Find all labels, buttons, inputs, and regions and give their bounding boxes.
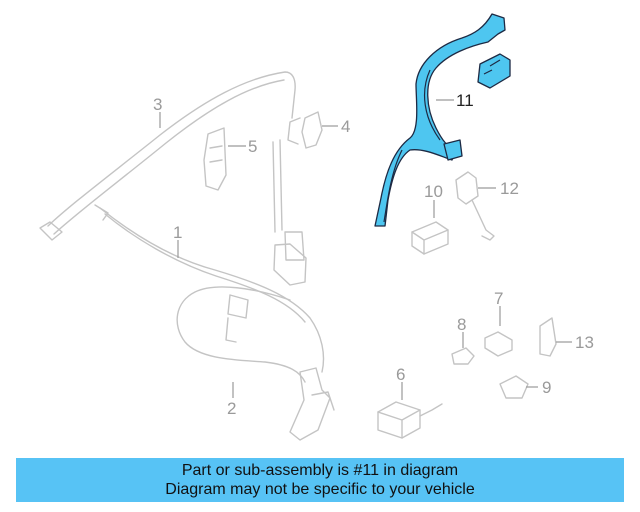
- part-9-cover: [499, 375, 529, 399]
- info-banner: Part or sub-assembly is #11 in diagram D…: [16, 458, 624, 502]
- banner-line-2: Diagram may not be specific to your vehi…: [165, 481, 475, 498]
- callout-10: 10: [424, 182, 443, 201]
- part-4-clip: [301, 111, 323, 149]
- part-13-bracket: [539, 317, 557, 357]
- leader-lines: [159, 99, 572, 400]
- part-1-wire-harness: [99, 139, 325, 373]
- callout-1: 1: [173, 223, 182, 242]
- part-6-sensor: [377, 401, 443, 439]
- part-7-clip: [484, 331, 513, 357]
- part-3-curtain-airbag: [39, 71, 301, 241]
- callout-7: 7: [494, 289, 503, 308]
- part-11-seat-belt: [374, 13, 511, 227]
- callout-8: 8: [457, 315, 466, 334]
- callout-4: 4: [341, 117, 350, 136]
- callout-3: 3: [153, 95, 162, 114]
- callout-2: 2: [227, 399, 236, 418]
- part-10-anchor: [411, 221, 449, 255]
- part-8-clip: [451, 347, 475, 365]
- banner-line-1: Part or sub-assembly is #11 in diagram: [181, 462, 459, 479]
- part-12-adjuster: [455, 171, 495, 241]
- callout-9: 9: [542, 378, 551, 397]
- callout-11: 11: [456, 91, 474, 110]
- callout-13: 13: [575, 333, 594, 352]
- callout-5: 5: [248, 137, 257, 156]
- part-5-bracket: [203, 127, 227, 191]
- callout-6: 6: [396, 365, 405, 384]
- part-2-harness: [176, 286, 335, 441]
- callout-12: 12: [500, 179, 519, 198]
- parts-diagram: 3 4 5 1 2 6 7 8 9 10 11 12 13: [39, 13, 594, 441]
